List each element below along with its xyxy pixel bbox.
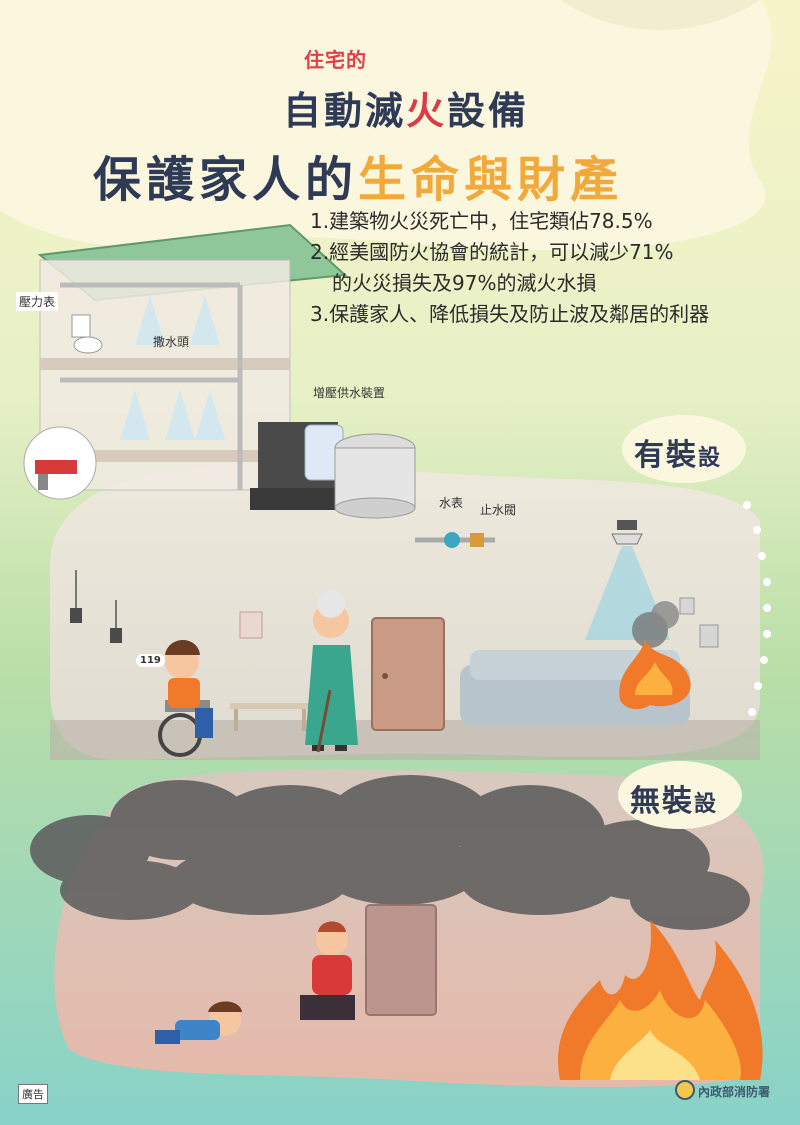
badge-without-a: 無裝 [630,784,694,819]
title-line1-a: 自動滅 [283,89,407,133]
title-line2-b: 生命與財產 [358,152,624,208]
title-line1-c: 設備 [447,89,530,133]
label-pressure-gauge: 壓力表 [16,292,59,311]
badge-without-sprinkler: 無裝設 [630,776,718,820]
badge-without-b: 設 [694,792,719,817]
fact-3: 3.保護家人、降低損失及防止波及鄰居的利器 [310,302,710,326]
label-water-meter: 水表 [439,496,464,510]
ad-label: 廣告 [18,1084,48,1104]
facts-list: 1.建築物火災死亡中，住宅類佔78.5% 2.經美國防火協會的統計，可以減少71… [310,206,780,330]
badge-with-a: 有裝 [634,438,698,473]
fact-2: 2.經美國防火協會的統計，可以減少71% [310,240,674,264]
title-line1-b: 火 [406,89,448,133]
title-line1: 自動滅火設備 [283,80,529,135]
fact-1: 1.建築物火災死亡中，住宅類佔78.5% [310,209,653,233]
title-line2: 保護家人的生命與財產 [93,140,623,210]
title-line2-a: 保護家人的 [93,152,359,208]
phone-bubble-119: 119 [136,654,165,667]
org-name: 內政部消防署 [698,1085,771,1099]
label-pump: 增壓供水裝置 [313,386,386,400]
badge-with-sprinkler: 有裝設 [634,430,722,474]
label-stop-valve: 止水閥 [480,503,517,517]
fact-2-cont: 的火災損失及97%的滅火水損 [332,271,597,295]
badge-with-b: 設 [698,446,723,471]
title-small: 住宅的 [304,48,367,72]
label-sprinkler-head: 撒水頭 [153,335,190,349]
